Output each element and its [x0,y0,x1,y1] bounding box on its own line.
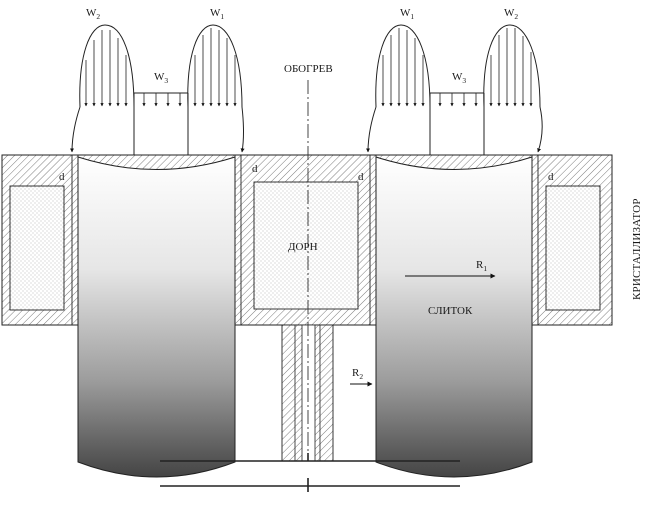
heat-flux-right [366,24,543,155]
w1-right-label: W1 [400,7,414,21]
w2-right-label: W2 [504,7,518,21]
heat-flux-left [70,24,245,155]
heating-label: ОБОГРЕВ [284,63,333,75]
gap-label-left-outer: d [59,171,65,183]
r2-label: R2 [352,367,363,381]
lower-rod [281,324,334,462]
cooling-channel-right [545,185,601,311]
ingot-right [375,156,533,478]
ingot-left [77,156,236,478]
gap-label-left-inner: d [252,163,258,175]
gap-label-right-inner: d [358,171,364,183]
mandrel [253,181,359,310]
w1-left-label: W1 [210,7,224,21]
cooling-channel-left [9,185,65,311]
w2-left-label: W2 [86,7,100,21]
w3-left-label: W3 [154,71,168,85]
r1-label: R1 [476,259,487,273]
mandrel-label: ДОРН [288,241,318,253]
crystallizer-label: КРИСТАЛЛИЗАТОР [631,198,643,300]
ingot-label: СЛИТОК [428,305,473,317]
gap-label-right-outer: d [548,171,554,183]
bottom-lines [160,453,460,492]
w3-right-label: W3 [452,71,466,85]
